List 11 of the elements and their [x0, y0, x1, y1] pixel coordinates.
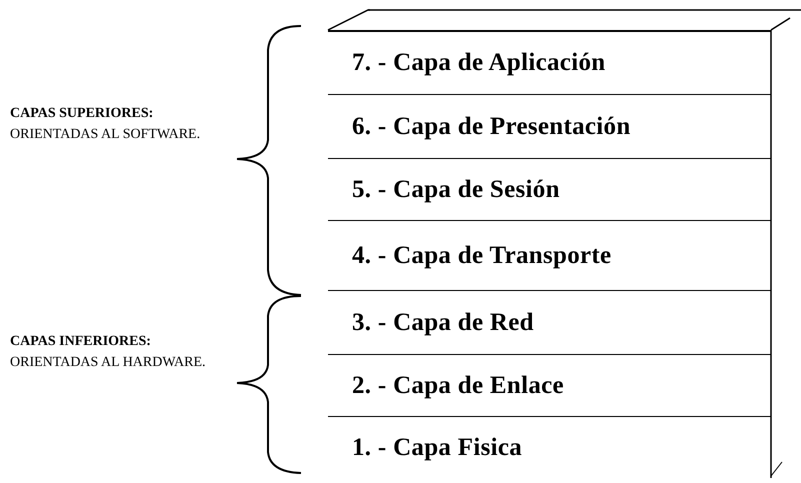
layer-label: 1. - Capa Fisica: [352, 434, 522, 462]
layer-label: 5. - Capa de Sesión: [352, 176, 560, 204]
group-heading: CAPAS SUPERIORES:: [10, 105, 154, 123]
group-description: ORIENTADAS AL SOFTWARE.: [10, 126, 202, 144]
layer-label: 4. - Capa de Transporte: [352, 242, 612, 270]
layer-label: 3. - Capa de Red: [352, 308, 534, 336]
group-heading: CAPAS INFERIORES:: [10, 333, 152, 351]
group-description: ORIENTADAS AL HARDWARE.: [10, 354, 207, 372]
layer-label: 2. - Capa de Enlace: [352, 372, 564, 400]
layer-label: 6. - Capa de Presentación: [352, 112, 631, 140]
layer-label: 7. - Capa de Aplicación: [352, 49, 606, 77]
